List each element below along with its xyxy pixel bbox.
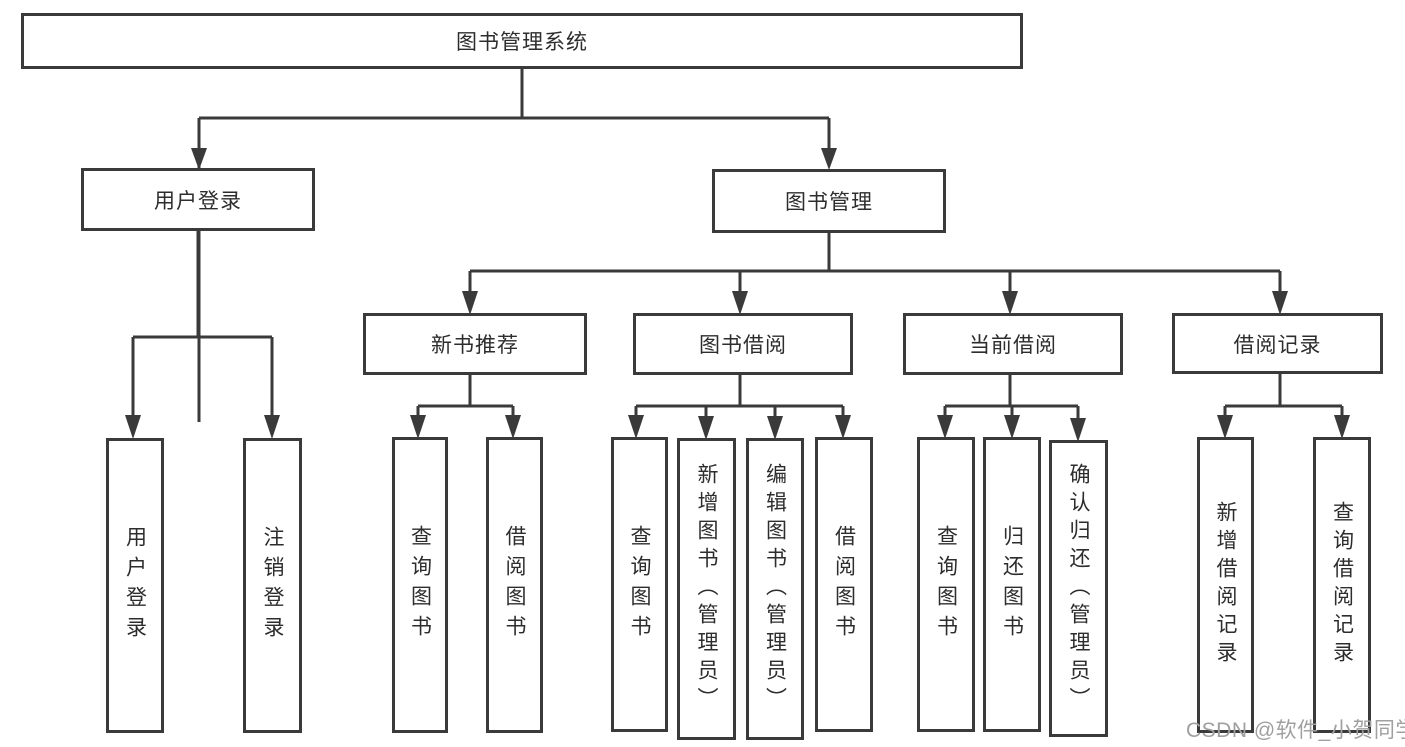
connector-new-book-leaves <box>416 375 515 420</box>
arrowheads <box>125 148 1350 442</box>
leaf-borrow-books-recommend: 借阅图书 <box>486 437 543 733</box>
leaf-add-books-admin: 新增图书（管理员） <box>677 438 736 740</box>
leaf-edit-books-admin: 编辑图书（管理员） <box>746 438 804 740</box>
leaf-add-borrow-record: 新增借阅记录 <box>1197 437 1254 733</box>
connector-book-borrow-leaves <box>634 375 845 421</box>
node-current-borrow: 当前借阅 <box>903 313 1123 375</box>
node-book-borrow: 图书借阅 <box>633 313 853 375</box>
leaf-query-books-recommend: 查询图书 <box>392 437 448 733</box>
connector-root-to-level1 <box>197 69 831 422</box>
node-book-management: 图书管理 <box>712 169 946 233</box>
connector-book-management-level2 <box>468 233 1282 296</box>
connector-user-login-leaves <box>131 231 274 420</box>
leaf-logout: 注销登录 <box>243 438 302 733</box>
connector-current-borrow-leaves <box>943 375 1080 423</box>
leaf-confirm-return-admin: 确认归还（管理员） <box>1049 440 1108 737</box>
leaf-return-books: 归还图书 <box>983 437 1041 732</box>
leaf-query-books-current: 查询图书 <box>917 437 975 732</box>
node-new-book-recommend: 新书推荐 <box>363 313 587 375</box>
leaf-query-borrow-record: 查询借阅记录 <box>1313 437 1371 733</box>
leaf-borrow-books: 借阅图书 <box>815 437 873 732</box>
node-user-login: 用户登录 <box>81 168 315 231</box>
leaf-query-books-borrow: 查询图书 <box>611 437 668 732</box>
leaf-user-login: 用户登录 <box>106 438 164 733</box>
csdn-watermark: CSDN @软件_小贺同学 <box>1186 719 1405 742</box>
connector-borrow-records-leaves <box>1223 374 1344 420</box>
node-borrow-records: 借阅记录 <box>1172 313 1383 374</box>
node-root-library-system: 图书管理系统 <box>21 13 1023 69</box>
